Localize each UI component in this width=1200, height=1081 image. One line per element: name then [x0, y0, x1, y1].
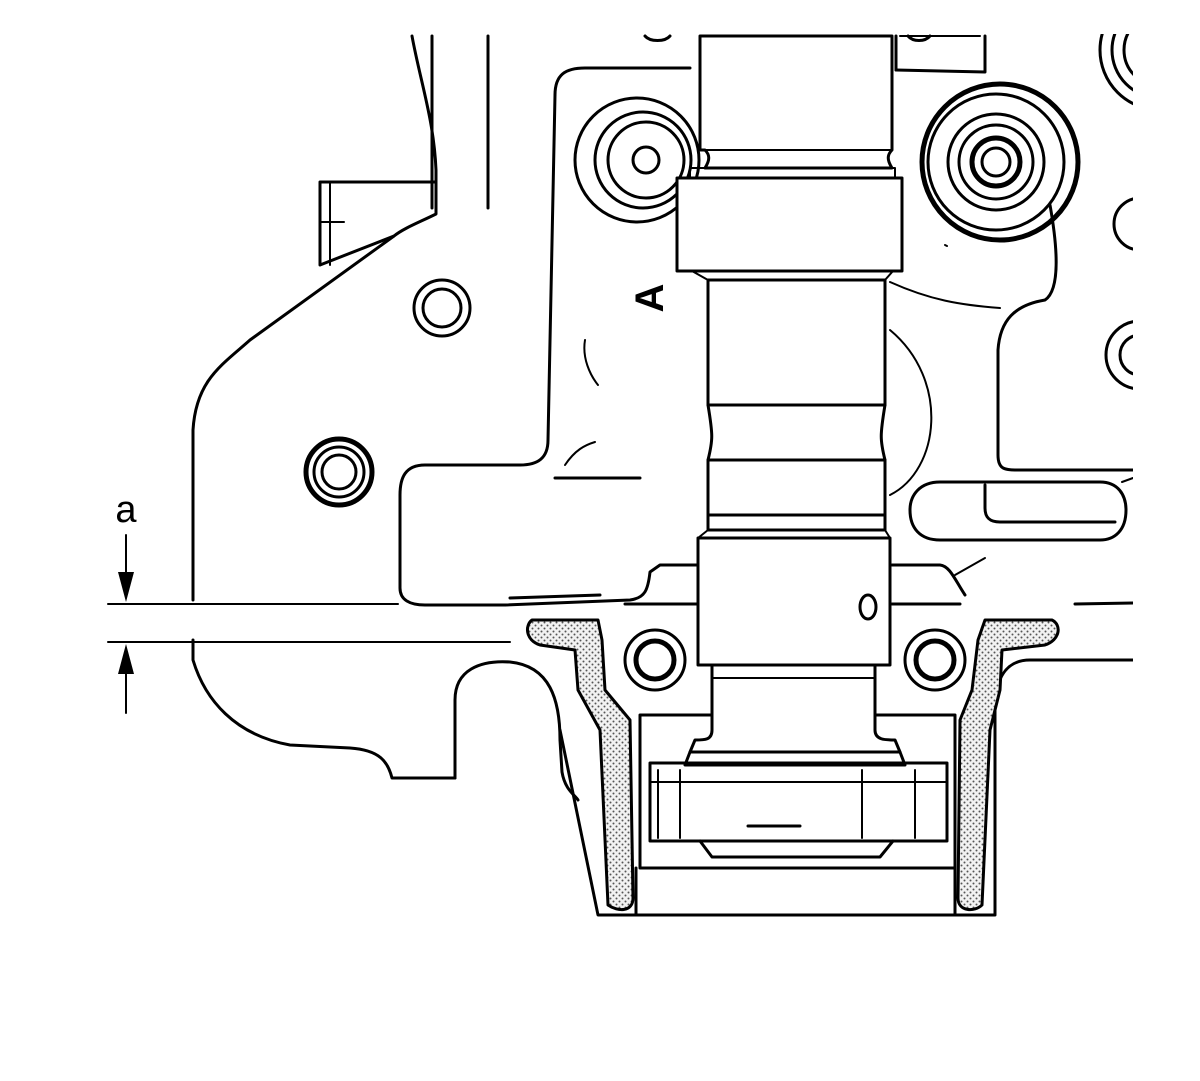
bolt-boss-upper-right: [919, 81, 1081, 243]
small-top-bosses: [643, 34, 932, 42]
valve-stem-seal-left: [526, 618, 635, 912]
bolt-hole-lower-left: [623, 628, 687, 692]
bolt-boss-upper-left: [573, 96, 701, 224]
deck-surface: [503, 329, 1133, 607]
dimension-label-a: a: [115, 489, 137, 531]
seal-installer-tool: [675, 34, 907, 767]
bolt-hole-left-lower: [303, 436, 375, 508]
dimension-callout-a: a: [107, 489, 511, 714]
bolt-hole-lower-right: [903, 628, 967, 692]
arrowhead-down-icon: [118, 572, 134, 602]
bolt-hole-left-upper: [412, 278, 472, 338]
cam-carrier-pad: [398, 34, 1133, 607]
arrowhead-up-icon: [118, 644, 134, 674]
view-label-a: A: [628, 284, 672, 313]
bolt-hole-right-edge: [1098, 34, 1133, 390]
oil-slot: [908, 477, 1133, 542]
valve-stem-seal-right: [956, 618, 1060, 912]
cylinder-head-outline: [191, 34, 580, 802]
